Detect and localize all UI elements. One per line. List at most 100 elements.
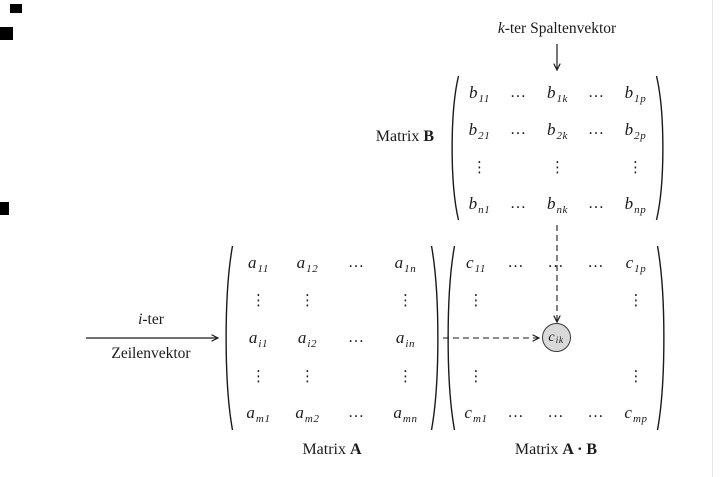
ellipsis-vertical-icon: ⋮: [550, 157, 565, 176]
ellipsis-horizontal-icon: …: [588, 83, 605, 101]
matrix-cell: bnk: [538, 185, 577, 222]
matrix-entry: c11: [466, 252, 486, 275]
row-vector-line1: i-ter: [138, 311, 164, 328]
matrix-entry: b11: [469, 82, 490, 105]
matrix-entry: bnk: [546, 193, 569, 216]
matrix-cell: …: [332, 319, 381, 357]
ellipsis-vertical-icon: ⋮: [251, 291, 266, 310]
matrix-cell: ⋮: [381, 357, 430, 395]
ellipsis-horizontal-icon: …: [507, 253, 525, 271]
matrix-product-caption: Matrix A · B: [466, 441, 646, 459]
ellipsis-vertical-icon: ⋮: [468, 366, 484, 385]
matrix-cell: ⋮: [283, 282, 332, 320]
matrix-b-label-prefix: Matrix: [375, 128, 424, 145]
matrix-cell: cm1: [456, 394, 496, 432]
ellipsis-vertical-icon: ⋮: [628, 366, 644, 385]
right-paren-icon: [655, 75, 664, 221]
matrix-cell: [496, 282, 536, 320]
matrix-cell: …: [332, 244, 381, 282]
matrix-cell: …: [577, 111, 616, 148]
matrix-entry: c1p: [625, 252, 647, 275]
matrix-cell: …: [576, 244, 616, 282]
left-paren-icon: [225, 245, 234, 431]
matrix-cell: [332, 282, 381, 320]
matrix-entry: b1p: [624, 82, 647, 105]
matrix-cell: ⋮: [234, 282, 283, 320]
matrix-cell: bnp: [616, 185, 655, 222]
matrix-cell: c11: [456, 244, 496, 282]
matrix-cell: [576, 357, 616, 395]
matrix-cell: …: [332, 394, 381, 432]
matrix-entry: bnp: [624, 193, 647, 216]
matrix-cell: am2: [283, 394, 332, 432]
print-artifact: [10, 4, 22, 13]
matrix-entry: b21: [468, 119, 491, 142]
matrix-entry: amn: [393, 403, 418, 426]
ellipsis-vertical-icon: ⋮: [472, 157, 487, 176]
ellipsis-horizontal-icon: …: [510, 83, 527, 101]
matrix-cell: …: [496, 244, 536, 282]
column-vector-var: k: [497, 20, 505, 37]
matrix-cell: …: [499, 111, 538, 148]
matrix-cell: ain: [381, 319, 430, 357]
matrix-cell: c1p: [616, 244, 656, 282]
matrix-cell: …: [577, 185, 616, 222]
column-vector-text: -ter Spaltenvektor: [504, 20, 617, 37]
matrix-cell: ⋮: [234, 357, 283, 395]
matrix-entry: a1n: [394, 252, 417, 275]
matrix-cell: [536, 357, 576, 395]
left-paren-icon: [451, 75, 460, 221]
page-edge-line: [712, 0, 713, 477]
matrix-cell: ⋮: [616, 282, 656, 320]
matrix-cell: …: [499, 185, 538, 222]
ellipsis-horizontal-icon: …: [510, 194, 527, 212]
print-artifact: [0, 202, 9, 215]
matrix-entry: am1: [246, 403, 271, 426]
ellipsis-vertical-icon: ⋮: [398, 291, 413, 310]
ellipsis-horizontal-icon: …: [587, 253, 605, 271]
matrix-cell: a11: [234, 244, 283, 282]
matrix-cell: [576, 319, 616, 357]
matrix-cell: ⋮: [283, 357, 332, 395]
ellipsis-vertical-icon: ⋮: [468, 291, 484, 310]
matrix-a-caption-prefix: Matrix: [302, 441, 350, 458]
matrix-cell: …: [536, 394, 576, 432]
matrix-cell: amn: [381, 394, 430, 432]
matrix-cell: ⋮: [460, 148, 499, 185]
matrix-entry: ai1: [248, 327, 269, 350]
left-paren-icon: [447, 245, 456, 431]
ellipsis-horizontal-icon: …: [348, 328, 365, 346]
matrix-cell: [456, 319, 496, 357]
ellipsis-horizontal-icon: …: [348, 253, 365, 271]
matrix-cell: …: [536, 244, 576, 282]
right-paren-icon: [656, 245, 665, 431]
matrix-cell: ⋮: [616, 148, 655, 185]
matrix-cell: …: [499, 74, 538, 111]
matrix-cell: b21: [460, 111, 499, 148]
ellipsis-horizontal-icon: …: [348, 404, 365, 422]
matrix-entry: b2k: [546, 119, 569, 142]
matrix-b-label: Matrix B: [330, 74, 442, 222]
matrix-entry: ai2: [297, 327, 318, 350]
ellipsis-vertical-icon: ⋮: [300, 366, 315, 385]
ellipsis-horizontal-icon: …: [588, 120, 605, 138]
matrix-cell: …: [576, 394, 616, 432]
row-vector-label: i-ter Zeilenvektor: [82, 311, 220, 363]
ellipsis-vertical-icon: ⋮: [398, 366, 413, 385]
matrix-cell: …: [577, 74, 616, 111]
matrix-a-caption-name: A: [349, 441, 362, 458]
matrix-cell: b2k: [538, 111, 577, 148]
print-artifact: [0, 27, 13, 40]
matrix-entry: a11: [248, 252, 269, 275]
matrix-cell: [332, 357, 381, 395]
ellipsis-vertical-icon: ⋮: [251, 366, 266, 385]
matrix-cell: ⋮: [538, 148, 577, 185]
ellipsis-horizontal-icon: …: [547, 404, 565, 422]
matrix-entry: cmp: [624, 403, 648, 426]
